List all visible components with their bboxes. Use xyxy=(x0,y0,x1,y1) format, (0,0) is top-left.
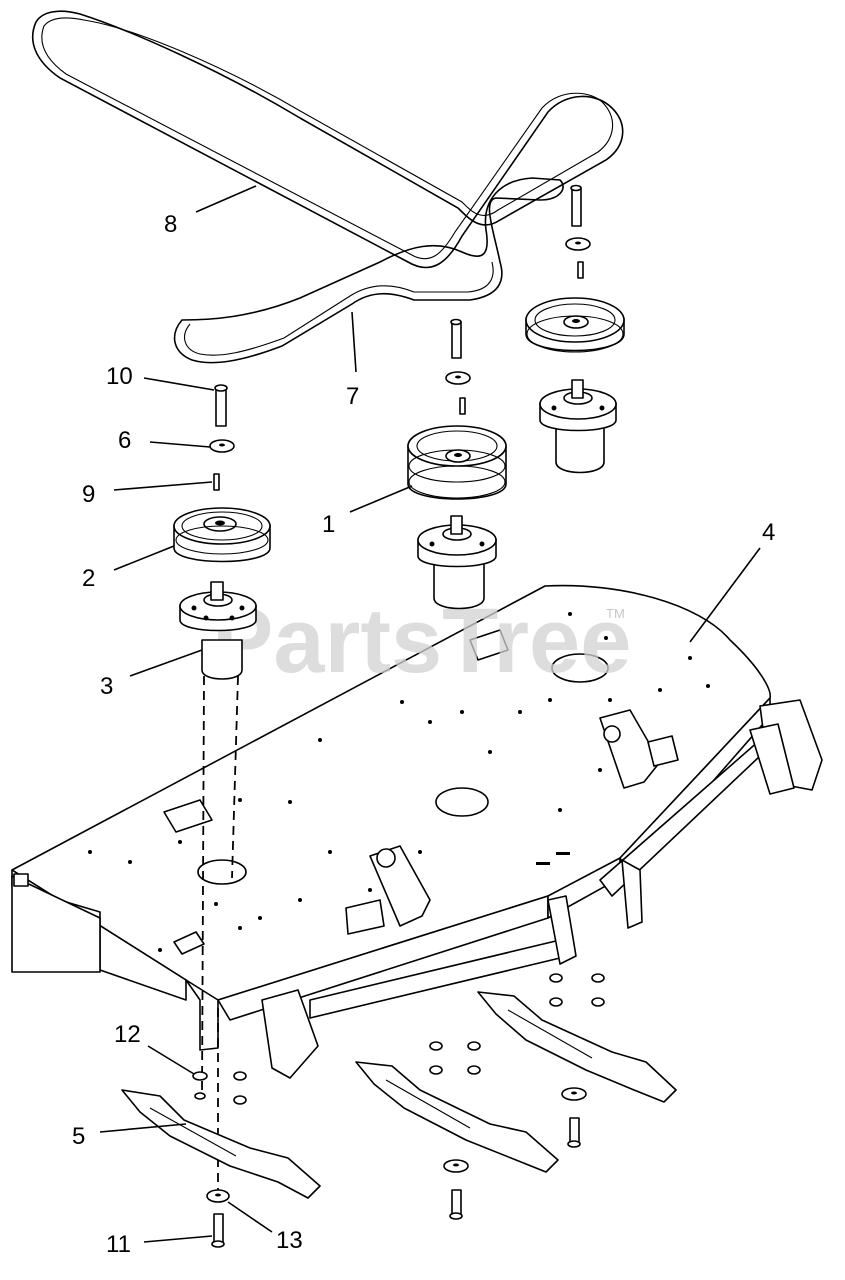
callout-4: 4 xyxy=(762,519,775,546)
callout-7: 7 xyxy=(346,383,359,410)
belt-7 xyxy=(173,177,564,364)
watermark: PartsTree TM xyxy=(212,590,631,692)
pulley-1 xyxy=(407,425,507,500)
watermark-brand: PartsTree xyxy=(212,590,631,692)
callout-6: 6 xyxy=(118,427,131,454)
pulley-2 xyxy=(173,507,271,563)
nut-12 xyxy=(192,1071,208,1100)
callout-13: 13 xyxy=(276,1227,303,1254)
callout-5: 5 xyxy=(72,1123,85,1150)
center-spindle xyxy=(417,515,497,610)
bolt-11 xyxy=(211,1213,225,1248)
nut-cluster xyxy=(233,973,605,1105)
center-washer xyxy=(445,371,471,385)
callouts: 1 2 3 4 5 6 7 8 9 10 11 12 13 xyxy=(72,211,775,1258)
callout-12: 12 xyxy=(114,1021,141,1048)
right-key xyxy=(577,261,584,279)
watermark-trademark: TM xyxy=(606,606,625,621)
alignment-line-right xyxy=(231,675,239,879)
callout-10: 10 xyxy=(106,363,133,390)
key-9 xyxy=(213,473,220,491)
center-bolt xyxy=(450,318,462,359)
callout-9: 9 xyxy=(82,481,95,508)
spindle-3 xyxy=(179,581,257,680)
callout-11: 11 xyxy=(106,1231,131,1258)
washer-13 xyxy=(206,1189,230,1203)
center-blade-hardware xyxy=(443,1159,469,1220)
belt-8 xyxy=(32,10,624,269)
center-key xyxy=(459,397,466,415)
bolt-10 xyxy=(214,384,228,427)
blade-right xyxy=(477,991,677,1103)
washer-6 xyxy=(209,439,235,453)
callout-2: 2 xyxy=(82,565,95,592)
blade-center xyxy=(355,1061,559,1173)
callout-8: 8 xyxy=(164,211,177,238)
deck-hole-pattern xyxy=(88,612,710,952)
right-spindle xyxy=(539,379,617,474)
right-blade-hardware xyxy=(561,1087,587,1148)
right-bolt xyxy=(570,184,582,227)
right-pulley xyxy=(525,297,625,353)
alignment-line-left xyxy=(201,675,205,1097)
callout-3: 3 xyxy=(100,673,113,700)
leader-lines xyxy=(99,185,761,1243)
right-washer xyxy=(565,237,591,251)
blade-5 xyxy=(121,1089,321,1199)
callout-1: 1 xyxy=(322,511,335,538)
mower-deck xyxy=(11,584,823,1079)
